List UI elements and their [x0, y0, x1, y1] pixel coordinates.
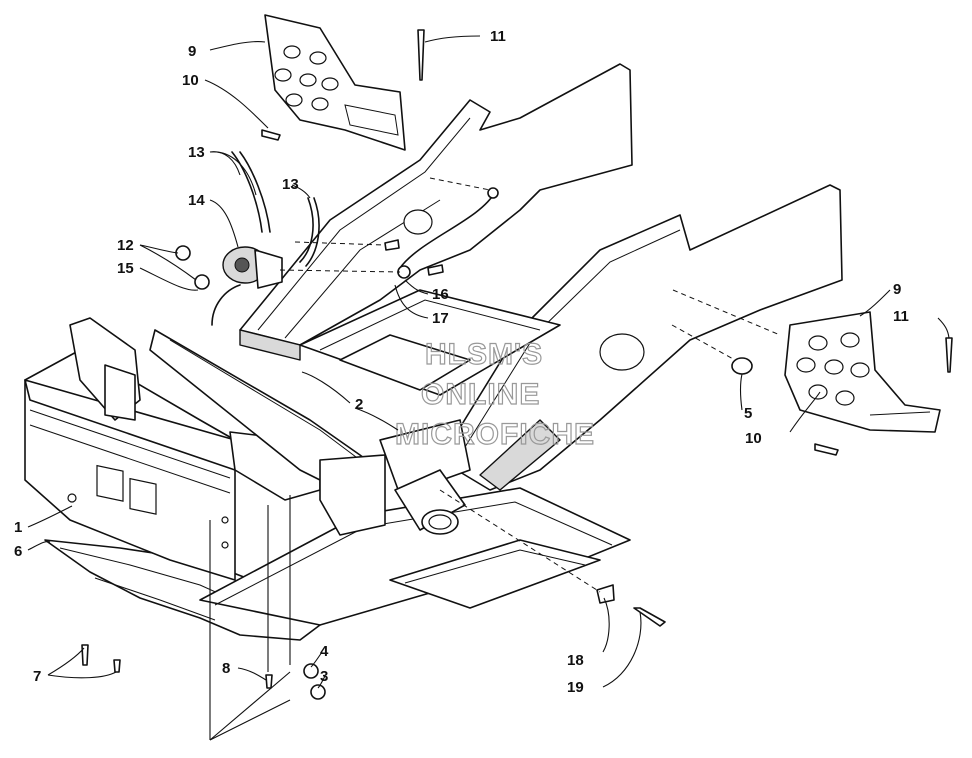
callout-19: 19 — [567, 679, 584, 696]
callout-14: 14 — [188, 192, 205, 209]
callout-15: 15 — [117, 260, 134, 277]
watermark-line-3: MICROFICHE — [395, 418, 595, 451]
callout-10-right: 10 — [745, 430, 762, 447]
cross-members — [299, 289, 561, 496]
front-bulkhead — [24, 349, 236, 581]
left-frame-rail — [239, 63, 633, 361]
shock-towers — [69, 317, 386, 536]
right-frame-rail — [403, 184, 843, 491]
steering-tube — [394, 469, 466, 535]
callout-16: 16 — [432, 286, 449, 303]
callout-10-left: 10 — [182, 72, 199, 89]
callout-numbers: 9 10 11 13 13 14 12 15 16 17 2 9 11 5 10… — [14, 28, 909, 696]
callout-1: 1 — [14, 519, 22, 536]
callout-8: 8 — [222, 660, 230, 677]
watermark: HLSM'S ONLINE MICROFICHE — [394, 337, 595, 451]
callout-12: 12 — [117, 237, 134, 254]
callout-2: 2 — [355, 396, 363, 413]
callout-4: 4 — [320, 643, 329, 660]
callout-6: 6 — [14, 543, 22, 560]
plug — [731, 357, 753, 375]
assembly-dashed-lines — [279, 177, 781, 593]
callout-11-left: 11 — [490, 28, 506, 45]
callout-18: 18 — [567, 652, 584, 669]
leader-lines — [27, 35, 950, 741]
footrest-right — [784, 311, 941, 433]
footrest-left — [264, 14, 406, 151]
callout-13-right: 13 — [282, 176, 299, 193]
rivets — [81, 29, 953, 700]
fuel-pump-assembly — [175, 151, 320, 326]
callout-17: 17 — [432, 310, 449, 327]
callout-7: 7 — [33, 668, 41, 685]
callout-9-left: 9 — [188, 43, 196, 60]
callout-3: 3 — [320, 668, 328, 685]
watermark-line-1: HLSM'S — [425, 338, 543, 371]
callout-11-right: 11 — [893, 308, 909, 325]
watermark-line-2: ONLINE — [421, 378, 540, 411]
callout-9-right: 9 — [893, 281, 901, 298]
callout-5: 5 — [744, 405, 752, 422]
callout-13-left: 13 — [188, 144, 205, 161]
